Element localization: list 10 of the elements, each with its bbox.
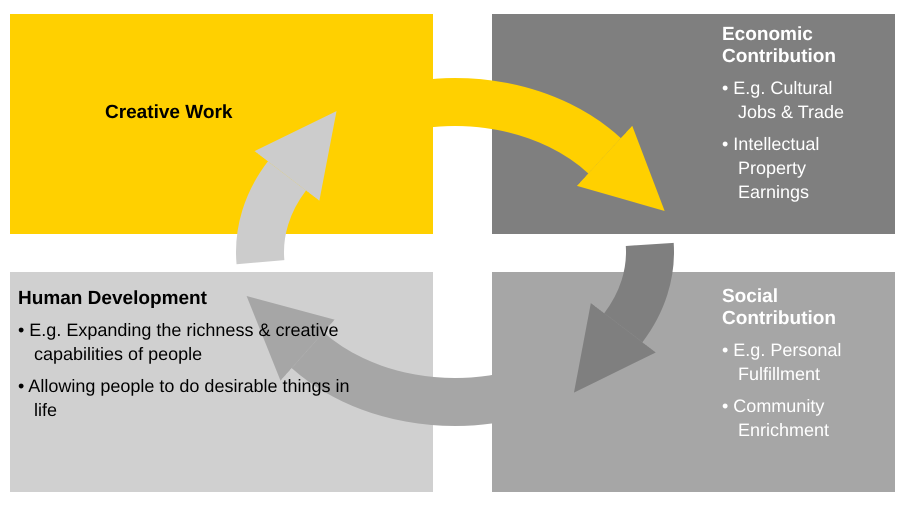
bullet-text: • E.g. Personal Fulfillment [722,339,842,386]
panel-heading: Creative Work [105,102,234,124]
bullet-text: • Intellectual Property Earnings [722,133,820,204]
panel-heading: Economic Contribution [722,24,837,68]
bullet-text: • E.g. Cultural Jobs & Trade [722,77,846,124]
quadrant-panel [10,14,433,234]
quadrant-panel [492,272,895,492]
bullet-text: • Community Enrichment [722,395,830,442]
panel-heading: Social Contribution [722,286,837,330]
panel-heading: Human Development [18,288,208,310]
